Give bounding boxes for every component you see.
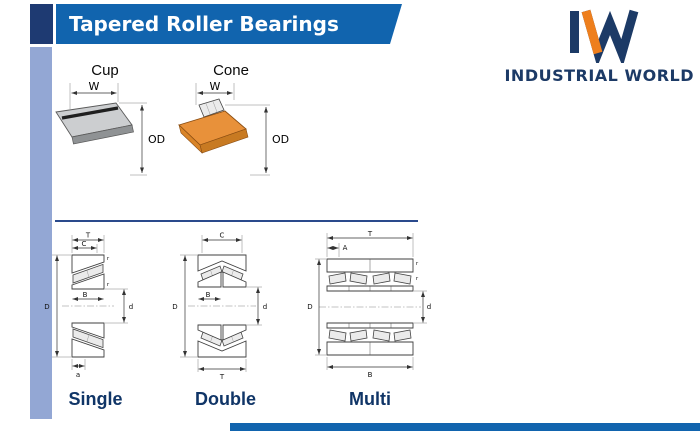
single-bearing-block: T C B [38,229,153,410]
dim-T: T [197,359,247,381]
cone-section-bottom [71,322,105,339]
dim-D: D [307,258,326,356]
svg-text:OD: OD [148,133,165,146]
cone-section-top [71,273,105,290]
dim-W: W [69,80,119,109]
dim-B: B [198,291,221,301]
r-label: r [416,276,419,282]
rollers-top [328,272,412,285]
caption-multi: Multi [349,389,391,409]
cup-title: Cup [91,62,119,79]
svg-text:d: d [427,303,431,311]
inner-ring-bottom [326,322,414,329]
svg-text:D: D [307,303,312,311]
dim-OD: OD [119,102,165,176]
svg-text:B: B [206,291,211,299]
multi-bearing-block: T A [305,229,435,410]
roller-top [72,263,104,284]
svg-text:A: A [343,244,348,252]
cone-title: Cone [213,62,249,79]
svg-text:T: T [219,373,225,381]
header-bar: Tapered Roller Bearings [56,4,402,44]
logo-orange-stroke [581,9,603,55]
caption-double: Double [195,389,256,409]
dim-d: d [414,290,431,324]
cone-left-top [197,271,222,288]
brand-name: INDUSTRIAL WORLD [504,66,694,85]
r-label: r [107,256,110,262]
dim-d: d [247,286,267,326]
dim-T: T [326,230,414,257]
svg-text:D: D [172,303,177,311]
cup-section-bottom [71,338,105,358]
r-label: r [107,282,110,288]
double-bearing-block: C B [168,229,283,410]
dim-OD: OD [225,104,289,176]
dim-a: a [71,359,86,379]
dim-d: d [105,288,133,324]
svg-text:d: d [263,303,267,311]
cup-section-top [71,254,105,274]
svg-text:d: d [129,303,133,311]
rollers-top [200,265,244,281]
footer-accent-bar [230,423,700,431]
dim-W: W [195,80,235,105]
single-bearing-drawing: T C B [44,232,133,380]
caption-single: Single [68,389,123,409]
multi-bearing-drawing: T A [307,230,431,379]
cup-double-bottom [197,340,247,358]
svg-text:a: a [76,371,80,379]
svg-text:C: C [220,232,225,240]
dim-B: B [72,291,104,301]
r-label: r [416,261,419,267]
cone-shape [178,110,249,154]
dim-B: B [326,357,414,379]
double-bearing-drawing: C B [172,232,267,382]
svg-text:D: D [44,303,49,311]
logo-i-stem [570,11,579,53]
svg-text:B: B [368,371,373,379]
svg-text:C: C [82,240,87,248]
cone-drawing: W OD [178,80,289,176]
dim-T: T [71,232,105,253]
dim-A: A [327,243,348,257]
rollers-bottom [200,331,244,347]
inner-ring-top [326,285,414,292]
cup-shape [55,102,134,145]
dim-C: C [72,240,98,253]
dim-D: D [172,254,197,358]
cup-drawing: W OD [55,80,165,176]
svg-text:T: T [367,230,373,238]
header-corner-square [30,4,53,44]
rollers-bottom [328,329,412,342]
outer-ring-bottom [326,341,414,356]
svg-text:T: T [85,232,91,240]
logo-iw-icon [570,9,639,63]
roller-bottom [72,328,104,349]
dim-D: D [44,254,71,358]
svg-text:OD: OD [272,133,289,146]
cone-diagram: Cone W [166,62,296,203]
cup-diagram: Cup W [40,62,170,203]
cone-right-bottom [222,324,247,341]
dim-C: C [201,232,243,253]
svg-text:B: B [83,291,88,299]
page-title: Tapered Roller Bearings [69,12,339,36]
svg-text:W: W [210,80,221,93]
section-divider [55,220,418,222]
cone-left-bottom [197,324,222,341]
roller-icon [198,98,225,118]
outer-ring-top [326,258,414,273]
cup-double-top [197,254,247,272]
svg-text:W: W [89,80,100,93]
cone-right-top [222,271,247,288]
left-accent-strip [30,47,52,419]
